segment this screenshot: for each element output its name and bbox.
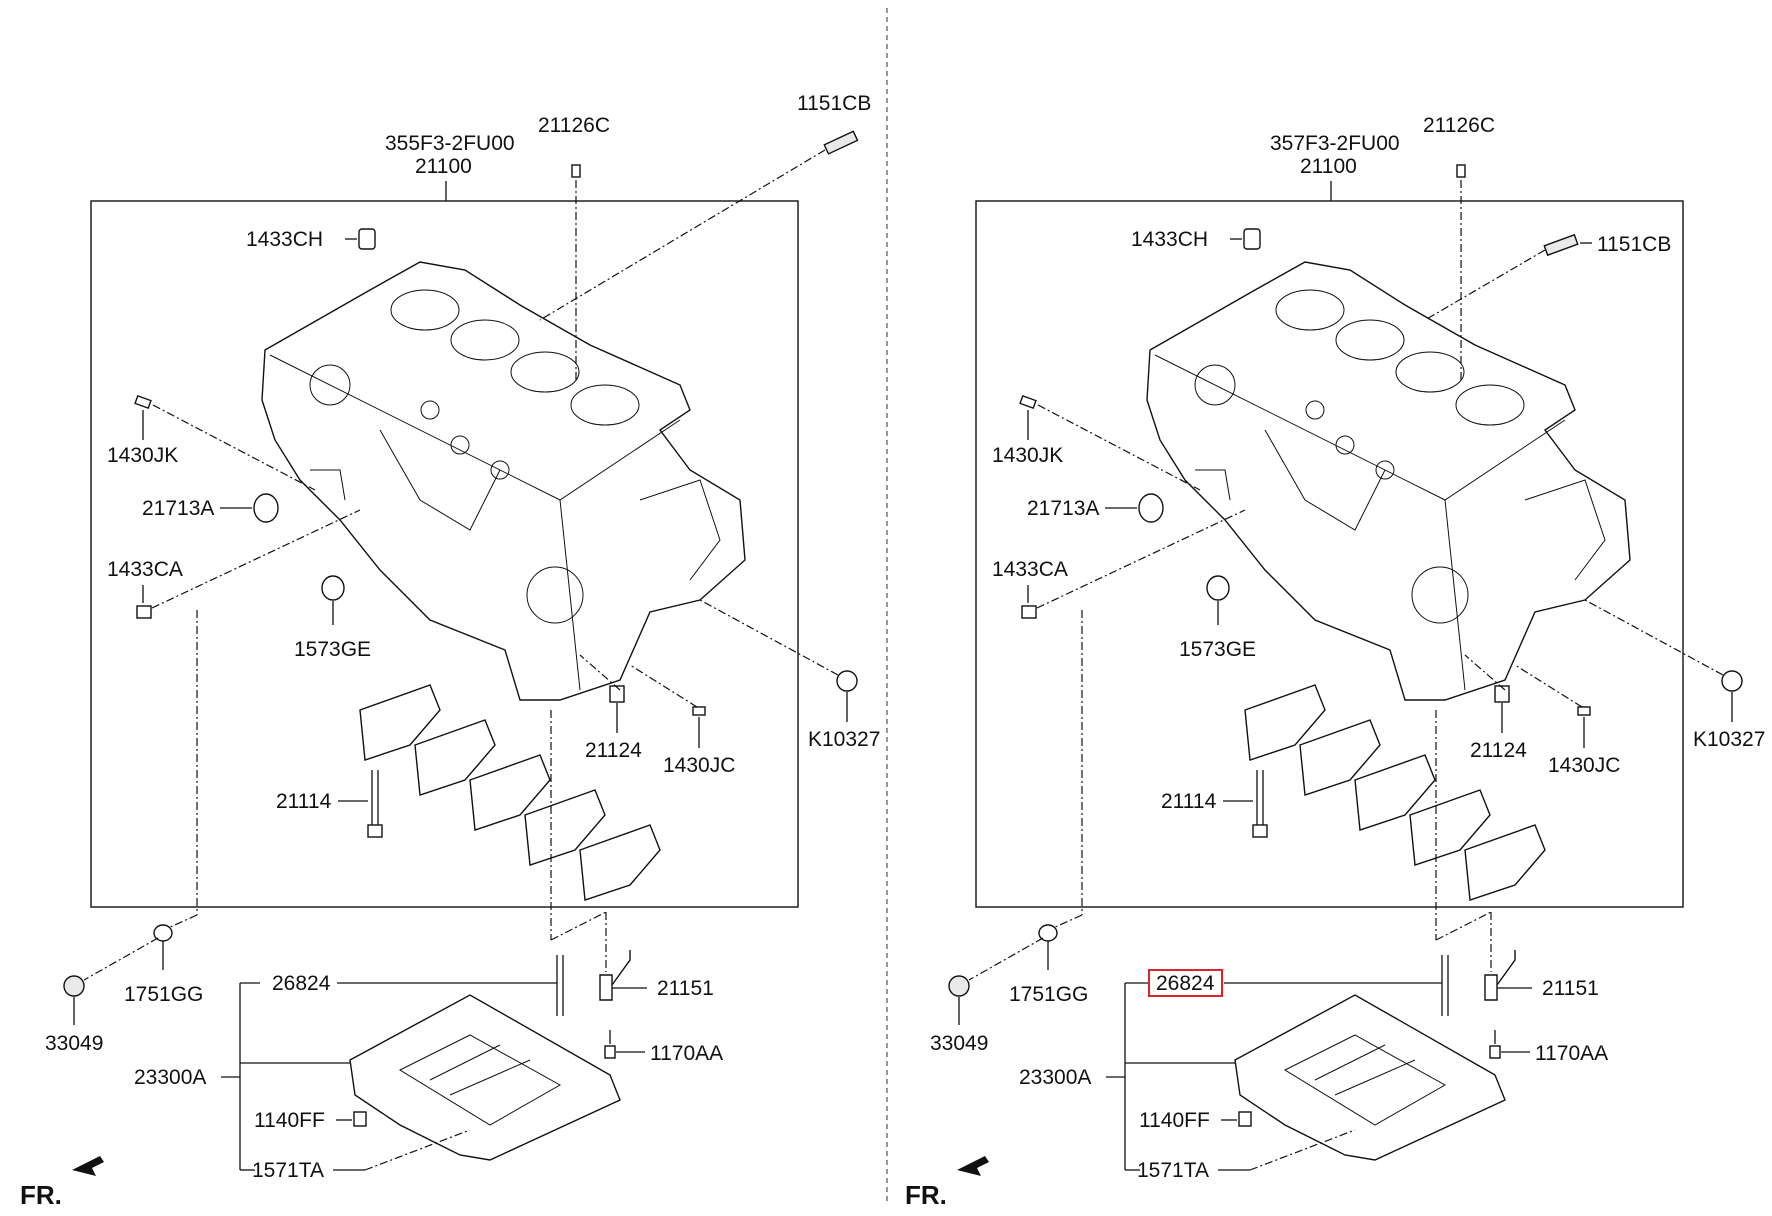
- bolt-1170AA: [604, 1045, 616, 1059]
- part-number-assembly[interactable]: 355F3-2FU00: [385, 132, 515, 155]
- label-1170AA[interactable]: 1170AA: [650, 1042, 723, 1065]
- label-1573GE[interactable]: 1573GE: [1179, 638, 1256, 661]
- pin-21126C: [571, 164, 581, 178]
- label-K10327[interactable]: K10327: [1693, 728, 1765, 751]
- label-1430JC[interactable]: 1430JC: [663, 754, 735, 777]
- pin-1430JK: [134, 394, 152, 410]
- part-number-assembly[interactable]: 357F3-2FU00: [1270, 132, 1400, 155]
- label-1571TA[interactable]: 1571TA: [252, 1159, 324, 1182]
- label-21124[interactable]: 21124: [585, 739, 642, 762]
- assembly-frame: [90, 200, 799, 908]
- plug-K10327: [836, 670, 858, 692]
- label-21114[interactable]: 21114: [1161, 790, 1217, 813]
- label-33049[interactable]: 33049: [930, 1032, 988, 1055]
- leader-lines: [73, 149, 848, 1171]
- label-1433CH[interactable]: 1433CH: [246, 228, 323, 251]
- cylinder-block-illustration: [1146, 261, 1631, 701]
- bolt-21114: [367, 770, 383, 838]
- cylinder-block-illustration: [261, 261, 746, 701]
- label-21126C[interactable]: 21126C: [538, 114, 610, 137]
- highlight-box-26824: [1148, 969, 1223, 997]
- label-1571TA[interactable]: 1571TA: [1137, 1159, 1209, 1182]
- part-number-block[interactable]: 21100: [415, 155, 472, 178]
- bearing-caps: [1244, 684, 1546, 901]
- leader-lines: [958, 180, 1733, 1171]
- label-1170AA[interactable]: 1170AA: [1535, 1042, 1608, 1065]
- dowel-21124: [609, 685, 625, 703]
- seal-21713A: [1138, 493, 1164, 523]
- seal-1573GE: [1206, 575, 1230, 601]
- dowel-1433CH: [358, 228, 376, 250]
- label-1140FF[interactable]: 1140FF: [1139, 1109, 1210, 1132]
- stud-1151CB: [1543, 233, 1579, 257]
- seal-21713A: [253, 493, 279, 523]
- label-23300A[interactable]: 23300A: [134, 1066, 206, 1089]
- label-26824[interactable]: 26824: [272, 972, 331, 995]
- label-1140FF[interactable]: 1140FF: [254, 1109, 325, 1132]
- panel-left: 355F3-2FU00 21100: [20, 92, 880, 1210]
- label-21713A[interactable]: 21713A: [142, 497, 214, 520]
- stud-1151CB: [823, 130, 859, 155]
- label-26824[interactable]: 26824: [1156, 972, 1215, 995]
- pin-1430JC: [692, 706, 706, 716]
- label-1751GG[interactable]: 1751GG: [1009, 983, 1088, 1006]
- front-arrow-icon: [72, 1156, 104, 1176]
- label-1433CA[interactable]: 1433CA: [107, 558, 183, 581]
- bolt-1140FF: [353, 1111, 367, 1127]
- label-33049[interactable]: 33049: [45, 1032, 103, 1055]
- bolt-21114: [1252, 770, 1268, 838]
- plug-33049: [948, 975, 970, 997]
- panel-right: 357F3-2FU00 21100: [905, 114, 1765, 1210]
- dowel-21124: [1494, 685, 1510, 703]
- label-1573GE[interactable]: 1573GE: [294, 638, 371, 661]
- dowel-1433CH: [1243, 228, 1261, 250]
- dowel-1433CA: [1021, 605, 1037, 619]
- pin-26824: [556, 955, 564, 1016]
- ladder-frame-23300A: [1234, 994, 1506, 1161]
- label-1751GG[interactable]: 1751GG: [124, 983, 203, 1006]
- label-21124[interactable]: 21124: [1470, 739, 1527, 762]
- pin-21126C: [1456, 164, 1466, 178]
- seal-1573GE: [321, 575, 345, 601]
- bearing-caps: [359, 684, 661, 901]
- part-number-block[interactable]: 21100: [1300, 155, 1357, 178]
- label-K10327[interactable]: K10327: [808, 728, 880, 751]
- label-1430JK[interactable]: 1430JK: [992, 444, 1063, 467]
- pin-1430JK: [1019, 394, 1037, 410]
- assembly-frame: [975, 200, 1684, 908]
- bolt-1140FF: [1238, 1111, 1252, 1127]
- jet-21151: [1484, 950, 1516, 1001]
- label-21114[interactable]: 21114: [276, 790, 332, 813]
- label-1430JK[interactable]: 1430JK: [107, 444, 178, 467]
- pin-1430JC: [1577, 706, 1591, 716]
- label-1433CH[interactable]: 1433CH: [1131, 228, 1208, 251]
- jet-21151: [599, 950, 631, 1001]
- label-21126C[interactable]: 21126C: [1423, 114, 1495, 137]
- label-1433CA[interactable]: 1433CA: [992, 558, 1068, 581]
- label-21151[interactable]: 21151: [657, 977, 714, 1000]
- front-arrow-icon: [957, 1156, 989, 1176]
- label-23300A[interactable]: 23300A: [1019, 1066, 1091, 1089]
- label-1151CB[interactable]: 1151CB: [797, 92, 871, 115]
- pin-26824: [1441, 955, 1449, 1016]
- plug-33049: [63, 975, 85, 997]
- ladder-frame-23300A: [349, 994, 621, 1161]
- bolt-1170AA: [1489, 1045, 1501, 1059]
- dowel-1433CA: [136, 605, 152, 619]
- label-1430JC[interactable]: 1430JC: [1548, 754, 1620, 777]
- label-1151CB[interactable]: 1151CB: [1597, 233, 1671, 256]
- label-21151[interactable]: 21151: [1542, 977, 1599, 1000]
- front-label: FR.: [905, 1180, 947, 1210]
- front-label: FR.: [20, 1180, 62, 1210]
- label-21713A[interactable]: 21713A: [1027, 497, 1099, 520]
- plug-K10327: [1721, 670, 1743, 692]
